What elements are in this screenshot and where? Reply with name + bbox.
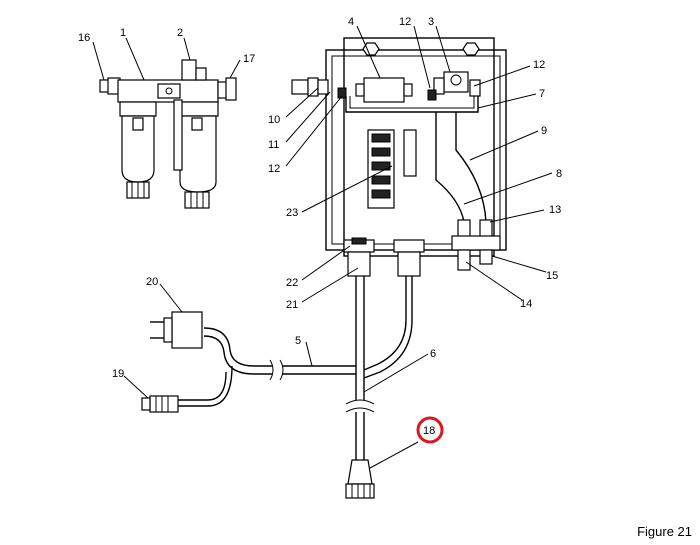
callout-10: 10 xyxy=(268,114,280,126)
callout-16: 16 xyxy=(78,32,90,44)
callout-9: 9 xyxy=(541,125,547,137)
callout-7: 7 xyxy=(539,88,545,100)
callout-23: 23 xyxy=(286,207,298,219)
callout-12-left: 12 xyxy=(268,163,280,175)
callout-19: 19 xyxy=(112,368,124,380)
callout-labels: 16 1 2 17 4 12 3 12 7 10 11 12 9 8 23 13… xyxy=(78,16,562,444)
callout-18: 18 xyxy=(423,425,435,437)
cable-harness xyxy=(141,276,413,499)
callout-20: 20 xyxy=(146,276,158,288)
callout-1: 1 xyxy=(120,27,126,39)
callout-17: 17 xyxy=(243,53,255,65)
control-box xyxy=(291,37,507,277)
leader-lines xyxy=(92,25,553,469)
callout-8: 8 xyxy=(556,168,562,180)
callout-12-top-right: 12 xyxy=(533,59,545,71)
callout-3: 3 xyxy=(428,16,434,28)
filter-regulator-assembly xyxy=(99,59,237,209)
callout-12-top-left: 12 xyxy=(399,16,411,28)
callout-13: 13 xyxy=(549,204,561,216)
figure-label: Figure 21 xyxy=(637,524,692,539)
callout-5: 5 xyxy=(295,335,301,347)
callout-22: 22 xyxy=(286,277,298,289)
callout-2: 2 xyxy=(177,27,183,39)
callout-21: 21 xyxy=(286,299,298,311)
callout-11: 11 xyxy=(268,139,279,151)
callout-14: 14 xyxy=(520,298,532,310)
callout-4: 4 xyxy=(348,16,354,28)
callout-15: 15 xyxy=(546,270,558,282)
callout-6: 6 xyxy=(430,348,436,360)
highlight-circle-18 xyxy=(416,416,444,444)
